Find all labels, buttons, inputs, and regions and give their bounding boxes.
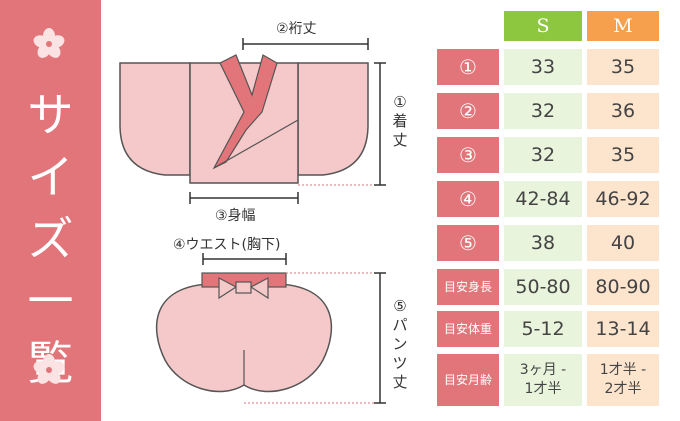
size-s-cell: 33 [504, 49, 582, 85]
size-s-cell: 38 [504, 225, 582, 261]
size-m-cell: 35 [587, 137, 659, 173]
length-label: ① 着 丈 [392, 93, 408, 149]
sleeve-label: ②裄丈 [276, 21, 317, 37]
size-s-cell: 3ヶ月 - 1才半 [504, 354, 582, 406]
size-s-header: S [504, 11, 582, 41]
size-s-cell: 32 [504, 93, 582, 129]
row-label: ① [437, 49, 499, 85]
size-s-cell: 32 [504, 137, 582, 173]
size-m-cell: 36 [587, 93, 659, 129]
row-label: ⑤ [437, 225, 499, 261]
size-m-cell: 46-92 [587, 181, 659, 217]
waist-label: ④ウエスト(胸下) [173, 237, 281, 253]
body-width-label: ③身幅 [215, 208, 256, 224]
size-m-cell: 1才半 - 2才半 [587, 354, 659, 406]
row-label: ② [437, 93, 499, 129]
sidebar: サ イ ズ 一 覧 [0, 0, 101, 421]
size-m-header: M [587, 11, 659, 41]
size-m-cell: 13-14 [587, 311, 659, 347]
size-s-cell: 50-80 [504, 269, 582, 305]
row-label: ③ [437, 137, 499, 173]
row-label: 目安月齢 [437, 354, 499, 406]
row-label: 目安体重 [437, 311, 499, 347]
size-m-cell: 40 [587, 225, 659, 261]
sakura-icon [33, 354, 65, 384]
size-s-cell: 5-12 [504, 311, 582, 347]
page-title: サ イ ズ 一 覧 [27, 88, 74, 390]
row-label: ④ [437, 181, 499, 217]
pants-length-label: ⑤ パ ン ツ 丈 [392, 297, 408, 391]
jacket-collar [212, 54, 278, 170]
size-s-cell: 42-84 [504, 181, 582, 217]
size-m-cell: 35 [587, 49, 659, 85]
sakura-icon [33, 28, 65, 58]
pants-drawing [155, 272, 333, 393]
row-label: 目安身長 [437, 269, 499, 305]
size-m-cell: 80-90 [587, 269, 659, 305]
